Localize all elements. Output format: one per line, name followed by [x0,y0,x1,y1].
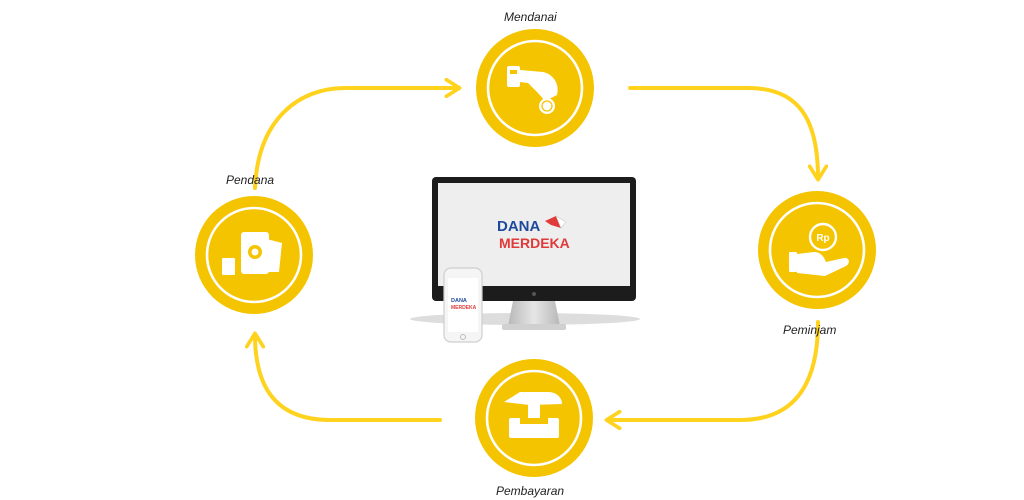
brand-logo-line1: DANA [497,218,540,235]
arrow-pendana-to-mendanai [253,88,458,190]
phone-brand-logo: DANA MERDEKA [451,298,477,311]
label-pendana: Pendana [226,173,275,187]
brand-logo: DANA MERDEKA [497,215,570,251]
phone-brand-line1: DANA [451,298,467,304]
node-mendanai [476,29,594,147]
phone-brand-line2: MERDEKA [451,305,477,311]
hand-receive-rupiah-icon: Rp [789,222,849,276]
flow-arrows [255,88,818,420]
node-pendana [195,196,313,314]
arrow-mendanai-to-peminjam [628,86,818,178]
label-mendanai: Mendanai [504,10,557,24]
card-hand-coin-icon [507,66,558,114]
desktop-monitor: DANA MERDEKA [410,177,640,330]
node-pembayaran [475,359,593,477]
label-peminjam: Peminjam [783,323,837,337]
mobile-phone: DANA MERDEKA [443,267,483,343]
label-pembayaran: Pembayaran [496,484,565,498]
brand-logo-line2: MERDEKA [499,235,570,251]
money-stack-icon [222,232,282,275]
arrow-peminjam-to-pembayaran [608,320,820,420]
hand-deposit-box-icon [504,392,562,438]
arrow-pembayaran-to-pendana [255,335,442,422]
node-peminjam: Rp [758,191,876,309]
coin-rp-text: Rp [816,233,829,244]
